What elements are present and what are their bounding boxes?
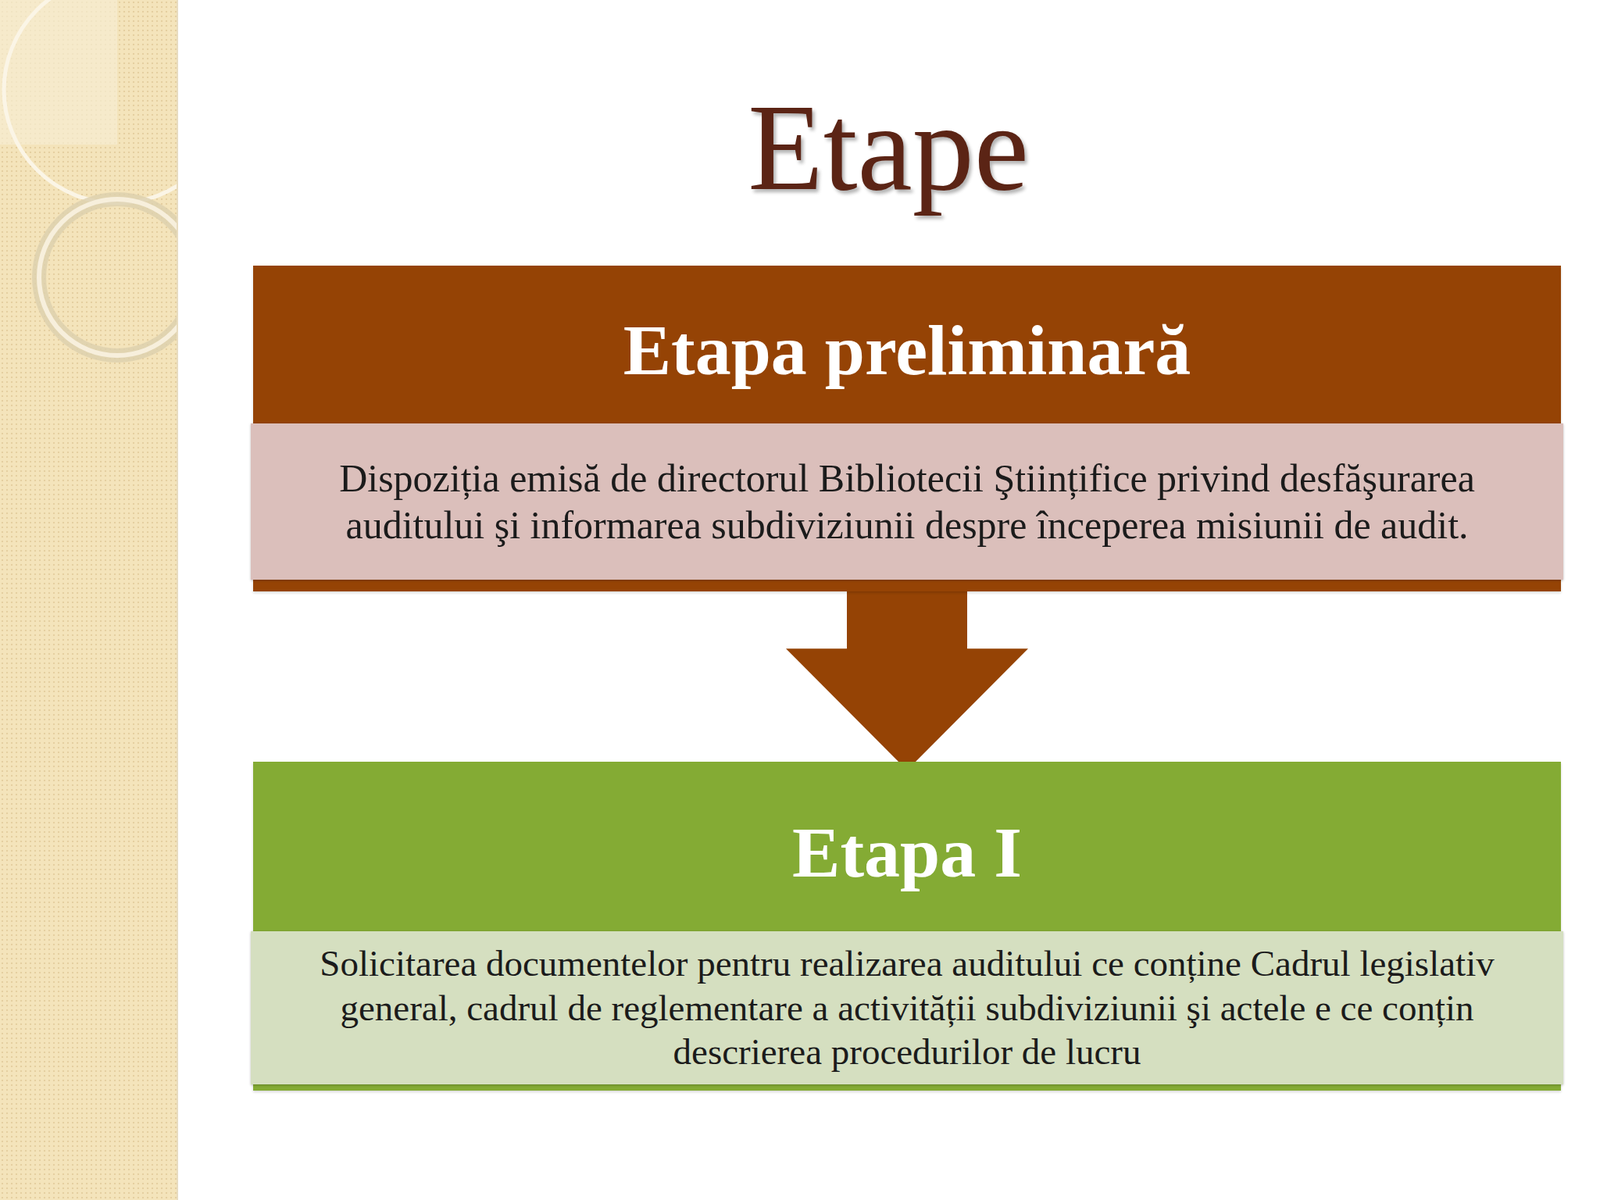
decor-strip (0, 0, 177, 1200)
decor-circles (0, 0, 177, 1200)
stage-band: Etapa preliminarăDispoziția emisă de dir… (253, 265, 1561, 592)
block-arrow (785, 591, 1029, 771)
stage-band: Etapa I Solicitarea documentelor pentru r… (253, 761, 1561, 1091)
description-text: Solicitarea documentelor pentru realizar… (282, 941, 1533, 1074)
stage-heading: Etapa preliminară (253, 310, 1561, 390)
description-text: Dispoziția emisă de directorul Bibliotec… (282, 454, 1533, 549)
stage-description: Solicitarea documentelor pentru realizar… (250, 931, 1564, 1085)
page-title: Etape (176, 85, 1600, 210)
stage-heading: Etapa I (253, 813, 1561, 893)
strip-edge (176, 0, 179, 1200)
stage-description: Dispoziția emisă de directorul Bibliotec… (250, 423, 1564, 580)
